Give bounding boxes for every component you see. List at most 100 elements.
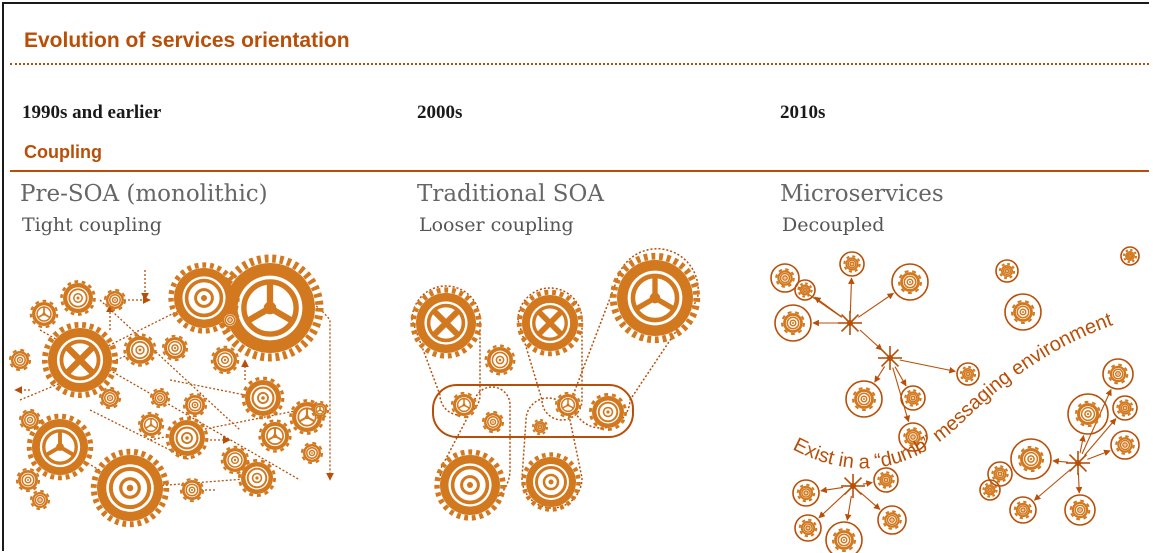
column-subtitle-microservices: Decoupled [782,214,885,236]
connector-line [79,297,205,361]
gear-icon [609,252,701,344]
message-arrow [874,366,886,383]
gear-icon [182,392,208,418]
gear-icon [434,449,506,521]
gear-icon [554,391,582,419]
gear-icon [410,287,482,359]
message-arrow [1084,418,1117,456]
gear-icon [179,477,205,503]
message-arrow [848,277,855,314]
gear-icon [300,441,324,465]
gear-icon [877,471,895,489]
gear-icon [98,386,122,410]
column-title-microservices: Microservices [780,181,944,207]
microservice-icon [1102,358,1134,390]
message-arrow [814,296,843,318]
message-arrow [862,480,873,487]
gear-icon [1011,300,1035,324]
era-label-2010s: 2010s [780,102,826,123]
section-label-coupling: Coupling [24,142,102,162]
microservice-icon [839,251,865,277]
gear-icon [26,413,94,481]
era-label-2000s: 2000s [417,102,463,123]
microservice-icon [774,304,812,342]
microservice-icon [898,422,928,452]
microservice-icon [1120,246,1140,266]
gear-icon [241,376,285,420]
microservice-icon [995,259,1019,283]
microservice-icon [877,505,907,535]
microservice-icon [845,380,883,418]
gear-icon [481,410,505,434]
gear-icon [310,400,330,420]
gear-icon [29,489,51,511]
microservice-icon [1067,393,1109,435]
gear-icon [29,299,59,329]
message-arrow [857,292,895,318]
column-title-soa: Traditional SOA [417,181,604,207]
microservices-illustration [770,246,1140,553]
gear-icon [775,268,795,288]
gear-icon [60,280,96,316]
service-bus [432,384,634,438]
column-title-pre-soa: Pre-SOA (monolithic) [20,181,268,207]
message-arrow [859,329,883,351]
microservice-icon [1110,430,1140,460]
gear-icon [18,408,42,432]
figure-title: Evolution of services orientation [24,29,350,52]
message-arrow [860,492,881,510]
microservice-icon [956,362,980,386]
section-divider [10,170,1149,172]
message-arrow [899,359,956,374]
microservice-icon [825,521,863,553]
messaging-hub-icon [838,311,862,335]
microservice-icon [987,461,1013,487]
gear-icon [531,418,549,436]
gear-icon [991,465,1009,483]
gear-icon [484,344,516,376]
gear-icon [904,389,922,407]
microservice-icon [1112,395,1138,421]
gear-icon [8,348,32,372]
gear-icon [219,309,241,331]
gear-icon [516,289,584,357]
microservice-icon [794,279,816,301]
gear-icon [1122,248,1138,264]
microservice-icon [1004,293,1042,331]
gear-icon [220,445,250,475]
message-arrow [845,495,852,521]
message-arrow [1052,458,1069,465]
microservice-icon [794,514,822,542]
messaging-hub-icon [1066,451,1090,475]
gear-icon [781,311,805,335]
microservice-icon [1009,496,1037,524]
gear-icon [137,411,165,439]
gear-icon [832,528,856,552]
gear-icon [123,333,157,367]
message-arrow [820,486,844,494]
gear-icon [1107,363,1129,385]
messaging-hub-icon [878,346,902,370]
gear-icon [149,387,171,409]
gear-icon [1013,500,1033,520]
gear-icon [959,365,977,383]
gear-icon [798,518,818,538]
gear-icon [161,334,189,362]
title-divider [10,63,1149,65]
connector-line [89,409,191,461]
microservice-icon [979,479,1001,501]
gear-icon [15,467,41,493]
message-arrow [894,366,907,387]
gear-icon [1116,399,1134,417]
gear-icon [852,387,876,411]
microservice-icon [873,467,899,493]
gear-icon [165,416,209,460]
message-arrow [1079,434,1086,454]
soa-gears-illustration [410,248,701,521]
gear-icon [168,262,240,334]
microservice-icon [1064,494,1096,526]
gear-icon [41,321,119,399]
gear-icon [1017,445,1045,473]
gear-icon [521,452,581,512]
